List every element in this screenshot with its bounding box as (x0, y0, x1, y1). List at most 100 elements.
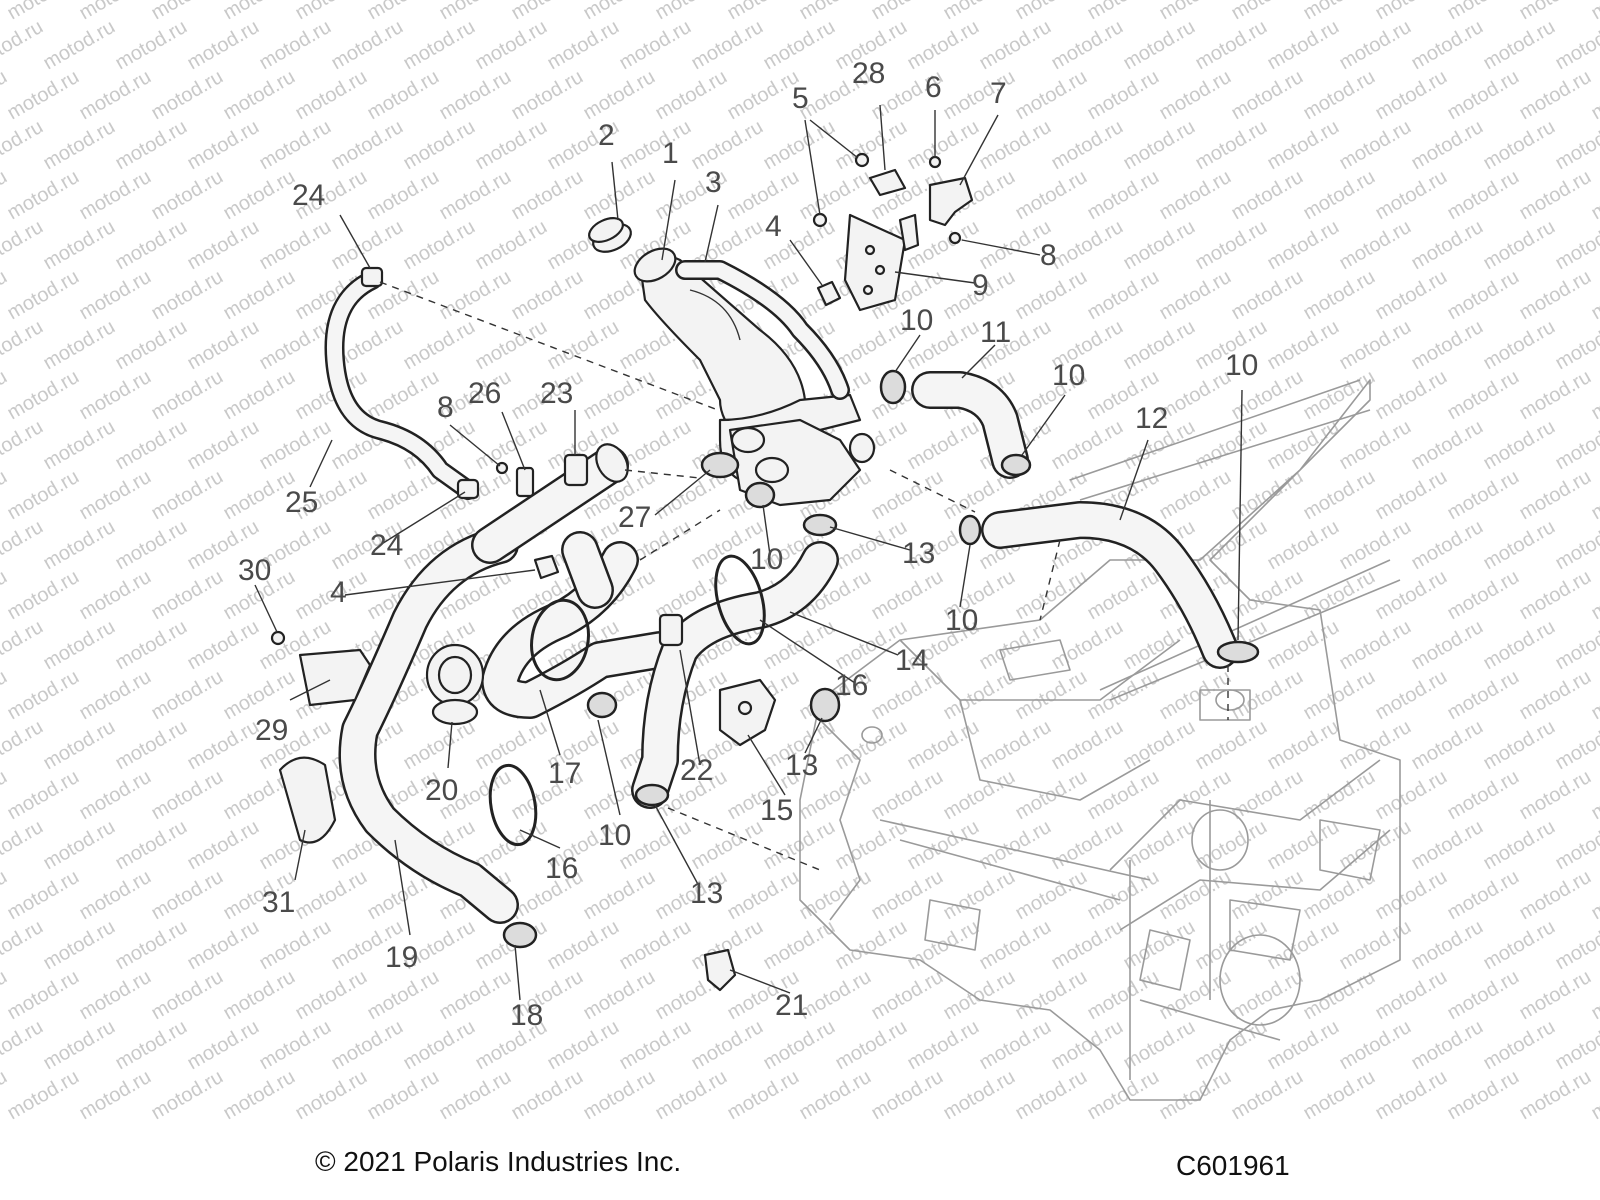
watermark-text: motod.ru (1228, 0, 1307, 24)
screw-6 (928, 155, 942, 169)
watermark-text: motod.ru (76, 566, 155, 625)
callout-8-right: 8 (1040, 239, 1057, 272)
fitting-22 (658, 613, 684, 647)
watermark-text: motod.ru (1588, 266, 1600, 325)
watermark-text: motod.ru (508, 66, 587, 125)
watermark-text: motod.ru (256, 1016, 335, 1075)
watermark-text: motod.ru (1372, 1066, 1451, 1125)
watermark-text: motod.ru (1516, 0, 1595, 24)
watermark-text: motod.ru (940, 0, 1019, 24)
watermark-text: motod.ru (1480, 416, 1559, 475)
callout-20: 20 (425, 774, 458, 807)
watermark-text: motod.ru (364, 0, 443, 24)
watermark-text: motod.ru (40, 416, 119, 475)
watermark-text: motod.ru (112, 316, 191, 375)
watermark-text: motod.ru (1336, 116, 1415, 175)
watermark-text: motod.ru (508, 1066, 587, 1125)
watermark-text: motod.ru (1264, 716, 1343, 775)
watermark-text: motod.ru (1156, 666, 1235, 725)
watermark-text: motod.ru (220, 166, 299, 225)
watermark-text: motod.ru (904, 816, 983, 875)
watermark-text: motod.ru (400, 316, 479, 375)
hose-cover-29 (298, 648, 372, 707)
watermark-text: motod.ru (1300, 266, 1379, 325)
watermark-text: motod.ru (1444, 166, 1523, 225)
watermark-text: motod.ru (1084, 1066, 1163, 1125)
watermark-text: motod.ru (1372, 566, 1451, 625)
watermark-text: motod.ru (544, 1016, 623, 1075)
copyright-notice: © 2021 Polaris Industries Inc. (315, 1146, 682, 1177)
reservoir-vent-hose (675, 260, 850, 400)
watermark-text: motod.ru (796, 166, 875, 225)
watermark-text: motod.ru (760, 1016, 839, 1075)
watermark-text: motod.ru (508, 0, 587, 24)
watermark-text: motod.ru (148, 766, 227, 825)
watermark-text: motod.ru (472, 16, 551, 75)
watermark-text: motod.ru (184, 816, 263, 875)
watermark-text: motod.ru (616, 1016, 695, 1075)
watermark-text: motod.ru (940, 66, 1019, 125)
coolant-pipe-upper (471, 443, 629, 564)
watermark-text: motod.ru (1552, 716, 1600, 775)
watermark-text: motod.ru (1552, 1016, 1600, 1075)
watermark-text: motod.ru (4, 266, 83, 325)
watermark-text: motod.ru (1120, 316, 1199, 375)
watermark-text: motod.ru (1156, 166, 1235, 225)
watermark-text: motod.ru (184, 1016, 263, 1075)
watermark-text: motod.ru (184, 116, 263, 175)
watermark-text: motod.ru (1120, 16, 1199, 75)
thermostat-housing-sensor (563, 453, 589, 487)
watermark-text: motod.ru (4, 566, 83, 625)
watermark-text: motod.ru (1444, 466, 1523, 525)
watermark-text: motod.ru (1300, 166, 1379, 225)
watermark-text: motod.ru (4, 66, 83, 125)
callout-28: 28 (852, 57, 885, 90)
watermark-text: motod.ru (148, 966, 227, 1025)
watermark-text: motod.ru (1480, 116, 1559, 175)
callout-21: 21 (775, 989, 808, 1022)
watermark-text: motod.ru (184, 616, 263, 675)
watermark-text: motod.ru (1516, 966, 1595, 1025)
watermark-text: motod.ru (0, 416, 47, 475)
strap-16-upper (714, 554, 766, 646)
watermark-text: motod.ru (436, 166, 515, 225)
watermark-text: motod.ru (0, 916, 47, 975)
watermark-text: motod.ru (616, 916, 695, 975)
callout-23: 23 (540, 377, 573, 410)
watermark-text: motod.ru (436, 66, 515, 125)
watermark-text: motod.ru (472, 116, 551, 175)
watermark-text: motod.ru (148, 466, 227, 525)
watermark-text: motod.ru (508, 166, 587, 225)
mounting-bracket (515, 466, 535, 498)
clamp-13-a (802, 513, 838, 537)
watermark-text: motod.ru (1552, 916, 1600, 975)
watermark-text: motod.ru (76, 66, 155, 125)
watermark-text: motod.ru (0, 716, 47, 775)
watermark-text: motod.ru (1552, 216, 1600, 275)
engine-block-outline (799, 379, 1401, 1101)
watermark-text: motod.ru (148, 666, 227, 725)
callout-31: 31 (262, 886, 295, 919)
watermark-text: motod.ru (76, 166, 155, 225)
watermark-text: motod.ru (1372, 66, 1451, 125)
callout-12: 12 (1135, 402, 1168, 435)
watermark-text: motod.ru (40, 316, 119, 375)
watermark-text: motod.ru (1012, 1066, 1091, 1125)
watermark-text: motod.ru (400, 216, 479, 275)
callout-1: 1 (662, 137, 679, 170)
watermark-text: motod.ru (76, 1066, 155, 1125)
watermark-text: motod.ru (292, 1066, 371, 1125)
watermark-text: motod.ru (148, 566, 227, 625)
watermark-text: motod.ru (112, 16, 191, 75)
watermark-text: motod.ru (544, 16, 623, 75)
watermark-text: motod.ru (580, 366, 659, 425)
watermark-text: motod.ru (1156, 466, 1235, 525)
watermark-text: motod.ru (400, 716, 479, 775)
watermark-text: motod.ru (688, 116, 767, 175)
callout-9: 9 (972, 269, 989, 302)
watermark-text: motod.ru (508, 266, 587, 325)
watermark-text: motod.ru (4, 466, 83, 525)
watermark-text: motod.ru (400, 116, 479, 175)
